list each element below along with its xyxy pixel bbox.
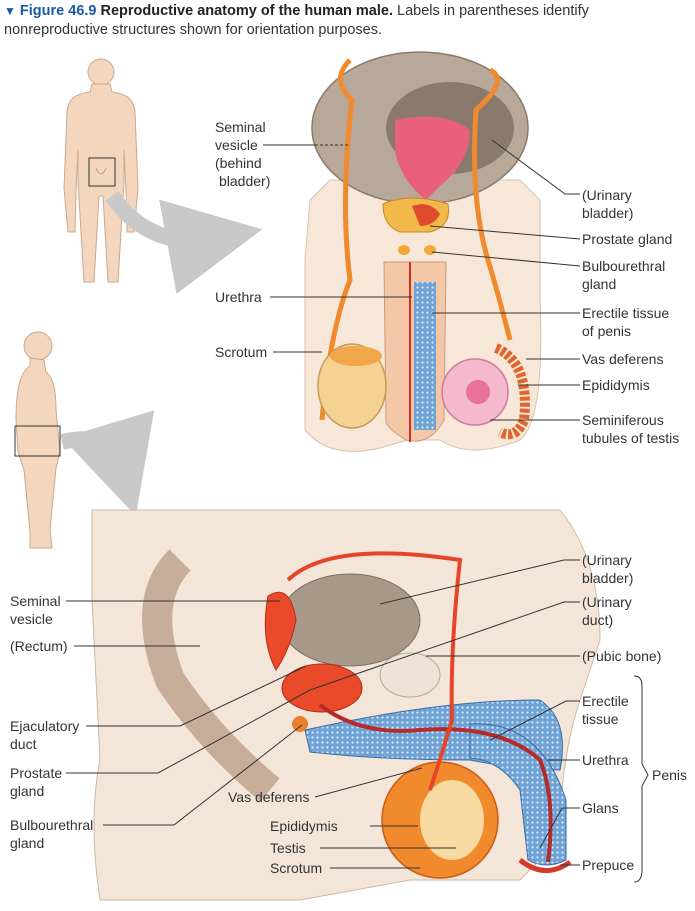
- label-bulbourethral-top-1: Bulbourethral: [582, 258, 665, 274]
- front-zoom-arrow: [105, 191, 263, 294]
- front-focus-box: [88, 157, 116, 187]
- caption-marker: ▼: [4, 4, 16, 18]
- top-labels: Seminal vesicle (behind bladder) Urethra…: [215, 119, 679, 446]
- label-seminal-vesicle-3: (behind: [215, 155, 262, 171]
- label-prepuce: Prepuce: [582, 857, 634, 873]
- label-ejaculatory-duct-1: Ejaculatory: [10, 718, 79, 734]
- label-penis: Penis: [652, 767, 687, 783]
- label-scrotum-top: Scrotum: [215, 344, 267, 360]
- figure-caption: ▼ Figure 46.9 Reproductive anatomy of th…: [4, 2, 692, 40]
- label-urethra-side: Urethra: [582, 752, 629, 768]
- label-urinary-duct-2: duct): [582, 612, 613, 628]
- label-epididymis-side: Epididymis: [270, 818, 338, 834]
- label-erectile-tissue-top-1: Erectile tissue: [582, 305, 669, 321]
- penis-bracket: [633, 675, 649, 883]
- label-urinary-bladder-top-2: bladder): [582, 205, 633, 221]
- label-seminal-vesicle-side-2: vesicle: [10, 611, 53, 627]
- label-erectile-tissue-side-1: Erectile: [582, 693, 629, 709]
- label-seminal-vesicle-4: bladder): [219, 173, 270, 189]
- label-bulbourethral-top-2: gland: [582, 276, 616, 292]
- label-urinary-duct-1: (Urinary: [582, 594, 632, 610]
- label-vas-deferens-top: Vas deferens: [582, 351, 663, 367]
- label-seminal-vesicle-2: vesicle: [215, 137, 258, 153]
- label-urinary-bladder-side-1: (Urinary: [582, 552, 632, 568]
- label-erectile-tissue-side-2: tissue: [582, 711, 619, 727]
- figure-number: Figure 46.9: [19, 3, 97, 19]
- side-zoom-arrow: [60, 410, 155, 516]
- label-seminiferous-2: tubules of testis: [582, 430, 679, 446]
- label-vas-deferens-side: Vas deferens: [228, 789, 309, 805]
- label-epididymis-top: Epididymis: [582, 377, 650, 393]
- label-prostate-gland-top: Prostate gland: [582, 231, 672, 247]
- label-erectile-tissue-top-2: of penis: [582, 323, 631, 339]
- label-glans: Glans: [582, 800, 619, 816]
- label-testis-side: Testis: [270, 840, 306, 856]
- figure-title: Reproductive anatomy of the human male.: [100, 3, 393, 19]
- side-body-silhouette: [14, 331, 61, 549]
- label-urinary-bladder-top-1: (Urinary: [582, 187, 632, 203]
- label-rectum: (Rectum): [10, 638, 68, 654]
- side-leader-lines: [66, 559, 649, 883]
- figure-description: Labels in parentheses identify nonreprod…: [4, 3, 589, 38]
- label-scrotum-side: Scrotum: [270, 860, 322, 876]
- top-leader-lines: [263, 139, 581, 421]
- side-focus-box: [14, 425, 61, 457]
- sagittal-anatomy-illustration: [91, 509, 601, 901]
- frontal-anatomy-illustration: [304, 51, 542, 452]
- label-bulbourethral-side-2: gland: [10, 835, 44, 851]
- label-prostate-side-1: Prostate: [10, 765, 62, 781]
- label-seminiferous-1: Seminiferous: [582, 412, 664, 428]
- label-seminal-vesicle-1: Seminal: [215, 119, 266, 135]
- front-body-silhouette: [63, 58, 139, 283]
- label-pubic-bone: (Pubic bone): [582, 648, 661, 664]
- label-urethra-top: Urethra: [215, 289, 262, 305]
- label-urinary-bladder-side-2: bladder): [582, 570, 633, 586]
- label-bulbourethral-side-1: Bulbourethral: [10, 817, 93, 833]
- label-seminal-vesicle-side-1: Seminal: [10, 593, 61, 609]
- label-prostate-side-2: gland: [10, 783, 44, 799]
- side-labels: Seminal vesicle (Rectum) Ejaculatory duc…: [10, 552, 687, 876]
- label-ejaculatory-duct-2: duct: [10, 736, 37, 752]
